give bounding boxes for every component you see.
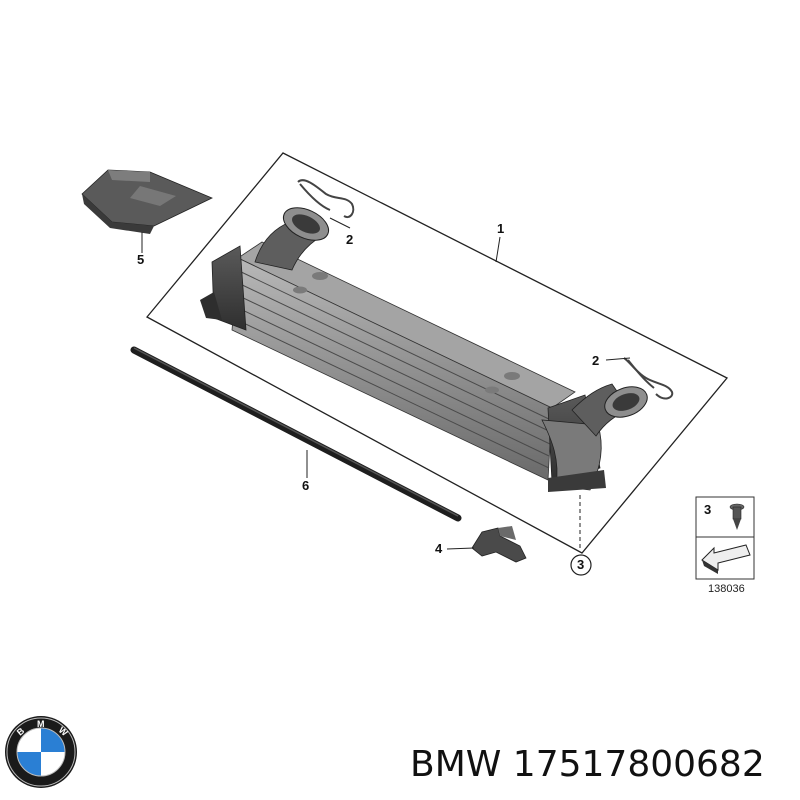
legend-item-number: 3 [704,502,711,517]
callout-3: 3 [577,557,584,572]
callout-6: 6 [302,478,309,493]
direction-arrow-icon [701,544,751,574]
callout-5: 5 [137,252,144,267]
callout-2-right: 2 [592,353,599,368]
hose-clamp-right-part [623,357,674,400]
assembly-frame [145,152,729,554]
callout-1: 1 [497,221,504,236]
callout-3-circle: 3 [570,554,592,576]
callout-4: 4 [435,541,443,556]
screw-icon [729,503,745,530]
reference-code: 138036 [708,583,745,595]
brand-part-number: BMW 17517800682 [410,744,765,785]
legend-box: 3 [695,496,755,580]
callout-2-top: 2 [346,232,353,247]
seal-strip-part [130,346,462,522]
intercooler-part [200,207,648,492]
logo-letter-m: M [37,719,45,729]
bmw-logo: B M W [5,716,77,788]
leader-lines [141,217,631,550]
mounting-bracket-part [471,526,527,563]
logo-letter-b: B [15,725,27,737]
hose-clamp-top-part [297,179,355,218]
bracket-plate-part [81,169,213,234]
